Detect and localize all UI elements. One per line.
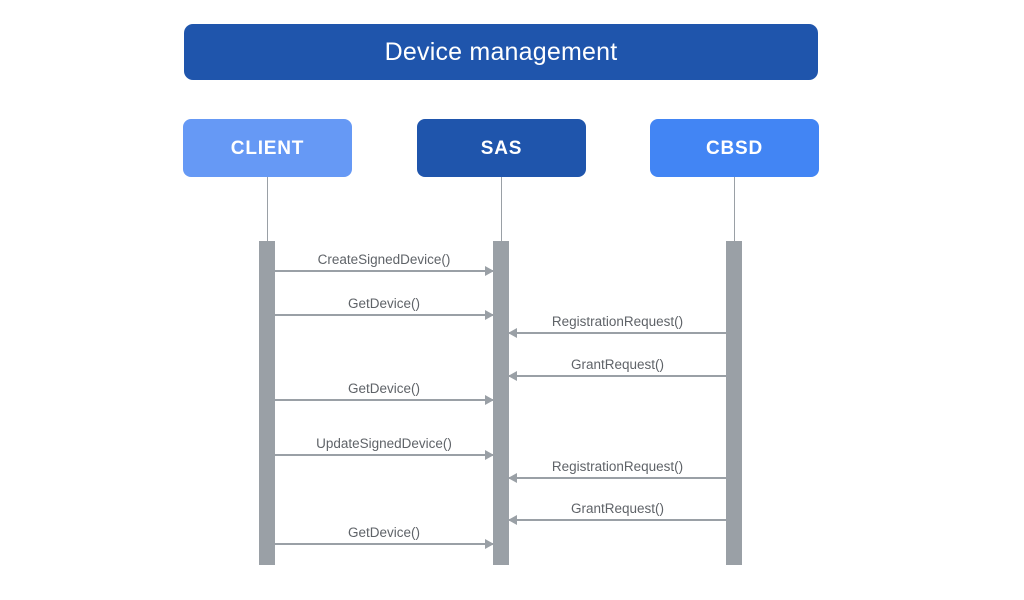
- participant-box-client[interactable]: CLIENT: [183, 119, 352, 177]
- message-label: RegistrationRequest(): [551, 313, 684, 329]
- participant-label-sas: SAS: [480, 137, 523, 159]
- participant-box-cbsd[interactable]: CBSD: [650, 119, 819, 177]
- arrow-left-icon: [508, 473, 517, 483]
- activation-bar-client: [259, 241, 275, 565]
- message-8[interactable]: GrantRequest(): [508, 498, 726, 528]
- message-2[interactable]: GetDevice(): [275, 293, 494, 323]
- message-label: GetDevice(): [347, 295, 420, 311]
- diagram-title-bar: Device management: [184, 24, 818, 80]
- lifeline-client: [267, 177, 268, 242]
- message-6[interactable]: UpdateSignedDevice(): [275, 433, 494, 463]
- participant-box-sas[interactable]: SAS: [417, 119, 586, 177]
- message-line: [275, 543, 493, 545]
- participant-label-cbsd: CBSD: [705, 137, 764, 159]
- arrow-right-icon: [485, 539, 494, 549]
- lifeline-sas: [501, 177, 502, 242]
- arrow-left-icon: [508, 515, 517, 525]
- participant-label-client: CLIENT: [230, 137, 305, 159]
- message-line: [509, 332, 726, 334]
- message-7[interactable]: RegistrationRequest(): [508, 456, 726, 486]
- message-label: GetDevice(): [347, 524, 420, 540]
- message-label: RegistrationRequest(): [551, 458, 684, 474]
- arrow-right-icon: [485, 450, 494, 460]
- arrow-left-icon: [508, 371, 517, 381]
- activation-bar-cbsd: [726, 241, 742, 565]
- arrow-left-icon: [508, 328, 517, 338]
- message-line: [509, 519, 726, 521]
- lifeline-cbsd: [734, 177, 735, 242]
- message-line: [275, 270, 493, 272]
- activation-bar-sas: [493, 241, 509, 565]
- message-9[interactable]: GetDevice(): [275, 522, 494, 552]
- message-line: [275, 314, 493, 316]
- message-5[interactable]: GetDevice(): [275, 378, 494, 408]
- message-label: CreateSignedDevice(): [317, 251, 451, 267]
- message-3[interactable]: RegistrationRequest(): [508, 311, 726, 341]
- message-line: [275, 454, 493, 456]
- arrow-right-icon: [485, 266, 494, 276]
- message-label: UpdateSignedDevice(): [316, 435, 452, 451]
- page-title: Device management: [384, 37, 618, 66]
- arrow-right-icon: [485, 395, 494, 405]
- message-line: [275, 399, 493, 401]
- message-label: GetDevice(): [347, 380, 420, 396]
- message-4[interactable]: GrantRequest(): [508, 354, 726, 384]
- message-1[interactable]: CreateSignedDevice(): [275, 249, 494, 279]
- message-line: [509, 375, 726, 377]
- arrow-right-icon: [485, 310, 494, 320]
- message-label: GrantRequest(): [570, 356, 665, 372]
- message-line: [509, 477, 726, 479]
- message-label: GrantRequest(): [570, 500, 665, 516]
